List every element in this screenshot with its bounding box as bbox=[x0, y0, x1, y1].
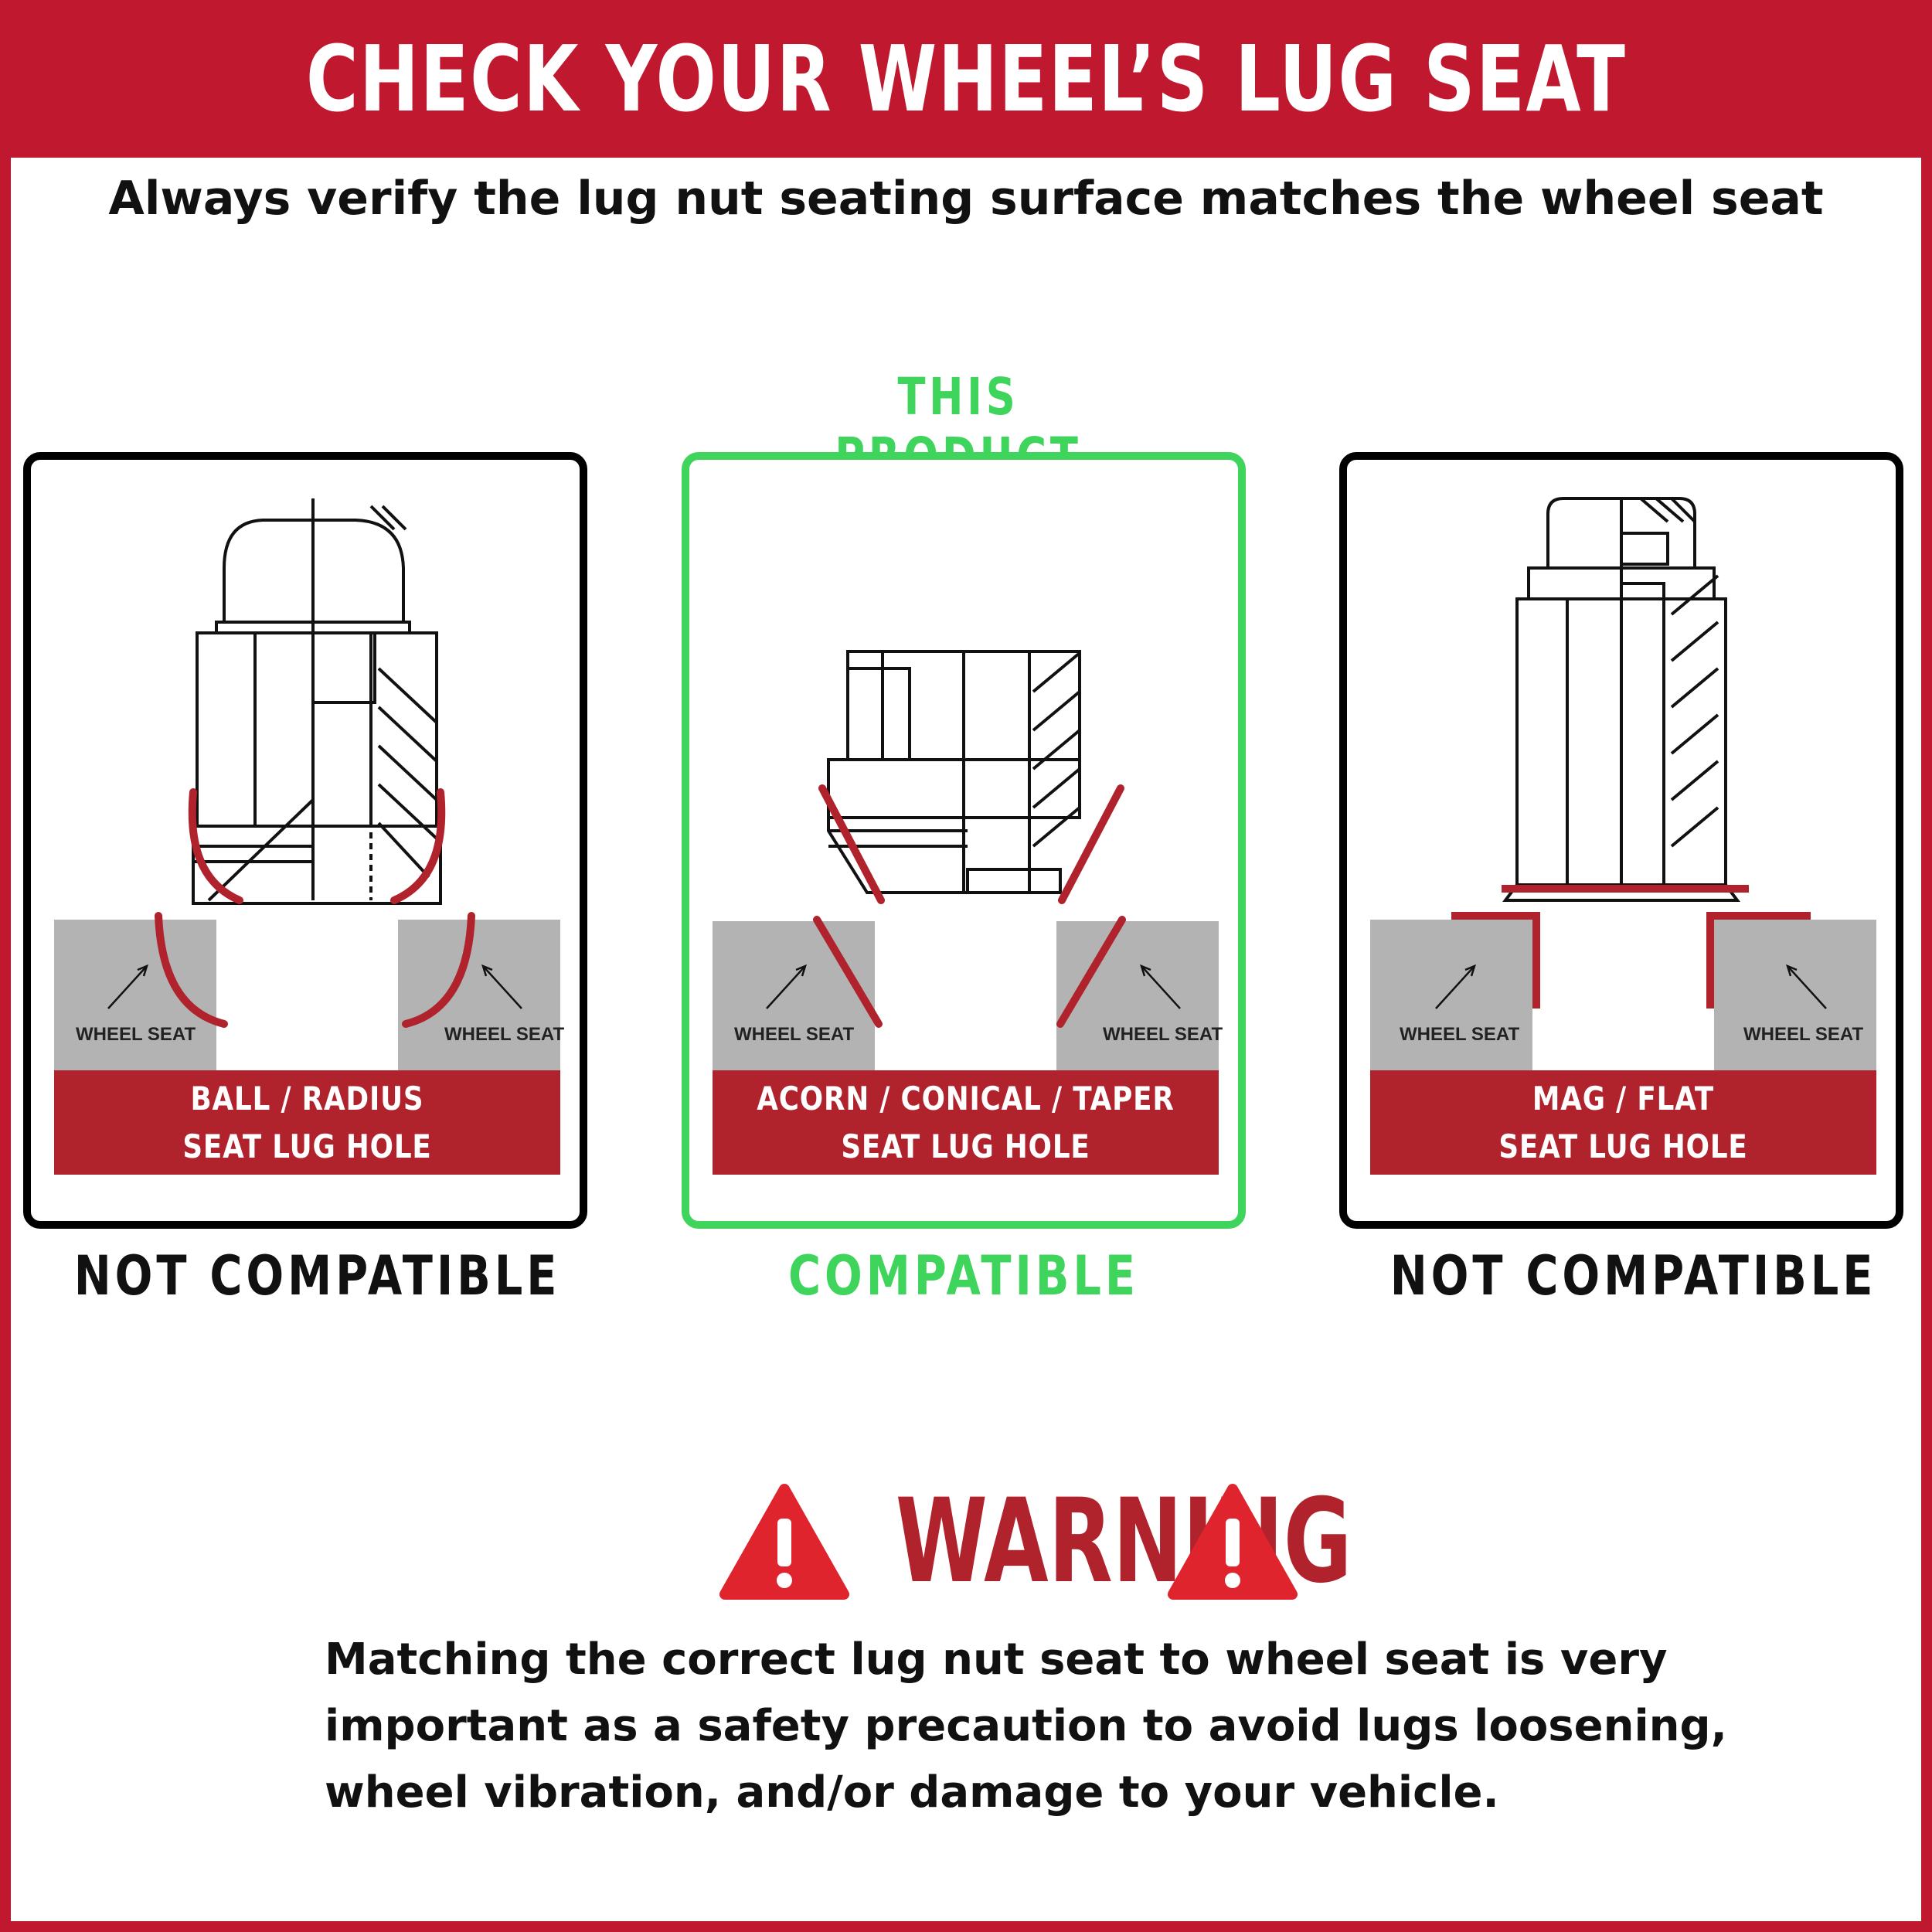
wheel-seat-label: WHEEL SEAT bbox=[1103, 1024, 1223, 1045]
seat-type-line1: BALL / RADIUS bbox=[190, 1079, 424, 1117]
warning-triangle-icon bbox=[1168, 1484, 1298, 1600]
card-mag-flat: WHEEL SEAT WHEEL SEAT MAG / FLAT SEAT LU… bbox=[1339, 452, 1903, 1229]
seat-type-line1: ACORN / CONICAL / TAPER bbox=[757, 1079, 1175, 1117]
card-ball-radius: WHEEL SEAT WHEEL SEAT BALL / RADIUS SEAT… bbox=[23, 452, 587, 1229]
subtitle: Always verify the lug nut seating surfac… bbox=[108, 172, 1824, 226]
header-banner: CHECK YOUR WHEEL’S LUG SEAT bbox=[0, 0, 1932, 158]
page-title: CHECK YOUR WHEEL’S LUG SEAT bbox=[305, 26, 1627, 132]
compat-status: NOT COMPATIBLE bbox=[1389, 1244, 1877, 1308]
seat-type-line1: MAG / FLAT bbox=[1532, 1079, 1715, 1117]
seat-type-band: ACORN / CONICAL / TAPER SEAT LUG HOLE bbox=[713, 1070, 1219, 1175]
card-acorn-conical: WHEEL SEAT WHEEL SEAT ACORN / CONICAL / … bbox=[682, 452, 1246, 1229]
seat-type-line2: SEAT LUG HOLE bbox=[182, 1127, 432, 1165]
wheel-seat-label: WHEEL SEAT bbox=[444, 1024, 565, 1045]
wheel-seat-label: WHEEL SEAT bbox=[734, 1024, 855, 1045]
seat-type-band: BALL / RADIUS SEAT LUG HOLE bbox=[54, 1070, 560, 1175]
wheel-seat-label: WHEEL SEAT bbox=[1743, 1024, 1864, 1045]
compat-status: COMPATIBLE bbox=[787, 1244, 1140, 1308]
warning-triangle-icon bbox=[719, 1484, 849, 1600]
wheel-seat-label: WHEEL SEAT bbox=[1400, 1024, 1520, 1045]
seat-type-line2: SEAT LUG HOLE bbox=[1498, 1127, 1748, 1165]
flat-seat-lug-nut-drawing bbox=[1370, 497, 1876, 1070]
ball-seat-lug-nut-drawing bbox=[54, 498, 560, 1070]
warning-text: Matching the correct lug nut seat to whe… bbox=[325, 1634, 1727, 1818]
warning-title: WARNING bbox=[895, 1475, 1352, 1609]
wheel-seat-label: WHEEL SEAT bbox=[76, 1024, 196, 1045]
seat-type-band: MAG / FLAT SEAT LUG HOLE bbox=[1370, 1070, 1876, 1175]
seat-type-line2: SEAT LUG HOLE bbox=[841, 1127, 1090, 1165]
warning-heading: WARNING bbox=[719, 1475, 1352, 1609]
compat-status: NOT COMPATIBLE bbox=[73, 1244, 561, 1308]
conical-seat-lug-nut-drawing bbox=[713, 650, 1219, 1070]
